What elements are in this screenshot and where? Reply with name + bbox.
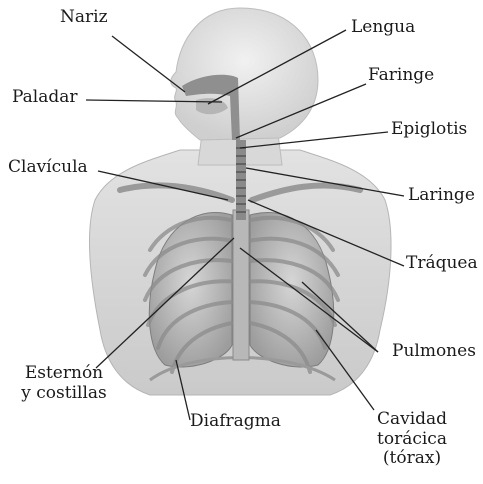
leader-nariz [112,36,185,92]
label-faringe: Faringe [368,66,434,86]
label-cavidad-line1: Cavidad [362,410,462,430]
label-traquea: Tráquea [406,254,478,274]
label-esternon-line2: y costillas [14,384,114,404]
trachea [236,140,246,220]
label-epiglotis: Epiglotis [391,120,467,140]
label-lengua: Lengua [351,18,415,38]
label-paladar: Paladar [12,88,78,108]
label-cavidad-line2: torácica [362,430,462,450]
label-laringe: Laringe [408,186,475,206]
head [171,8,318,140]
label-cavidad: Cavidad torácica (tórax) [362,410,462,469]
label-cavidad-line3: (tórax) [362,449,462,469]
sternum [233,210,249,360]
label-clavicula: Clavícula [8,158,88,178]
label-esternon: Esternón y costillas [14,364,114,403]
label-pulmones: Pulmones [392,342,476,362]
label-diafragma: Diafragma [190,412,281,432]
label-nariz: Nariz [60,8,108,28]
label-esternon-line1: Esternón [14,364,114,384]
